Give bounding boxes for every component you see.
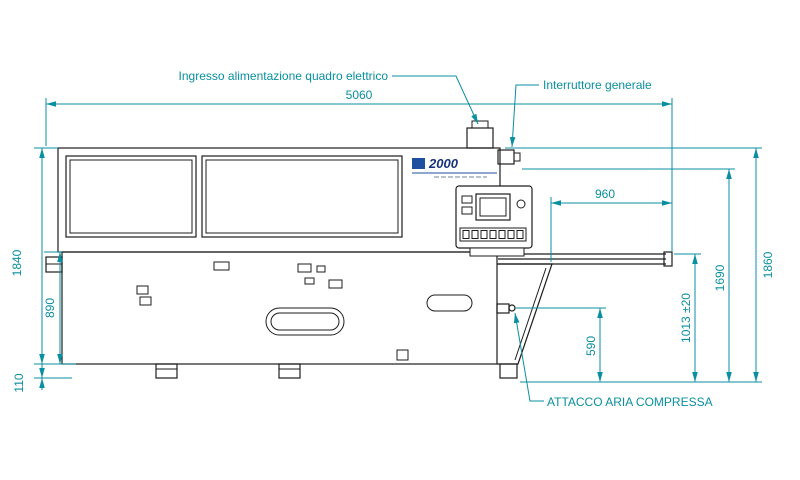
arm-end-cap <box>663 251 673 267</box>
air-fitting-nipple <box>508 304 516 312</box>
dim-foot-height: 110 <box>12 373 26 392</box>
callout-main-switch: Interruttore generale <box>509 78 652 148</box>
extension-lines <box>34 98 762 383</box>
dim-overall-height-right: 1860 <box>761 251 775 278</box>
cabinet-window-left <box>65 155 197 238</box>
panel-button-row <box>459 227 527 242</box>
brand-logo-mark <box>412 158 425 169</box>
model-label: 2000 <box>428 156 459 171</box>
label-power-inlet: Ingresso alimentazione quadro elettrico <box>179 69 389 83</box>
oval-slot-large <box>265 307 345 336</box>
support-foot <box>499 363 518 379</box>
electrical-inlet-box <box>466 120 494 149</box>
machine-line-art: 2000 <box>45 120 673 379</box>
dimension-lines <box>34 98 762 390</box>
leader-main-switch <box>509 84 539 148</box>
air-fitting <box>496 303 510 314</box>
callout-compressed-air: ATTACCO ARIA COMPRESSA <box>513 312 713 409</box>
dimension-labels: 5060 960 1840 890 110 1860 1690 1013 ±20… <box>10 88 775 393</box>
leader-compressed-air <box>513 312 544 402</box>
dim-cabinet-base-height: 890 <box>43 298 57 318</box>
panel-screen <box>475 193 511 221</box>
dim-overall-height-left: 1840 <box>10 249 24 276</box>
dim-outfeed-length: 960 <box>595 187 615 201</box>
label-main-switch: Interruttore generale <box>543 78 652 92</box>
leader-power-inlet <box>392 75 479 125</box>
control-panel <box>455 185 533 257</box>
callout-power-inlet: Ingresso alimentazione quadro elettrico <box>179 69 479 125</box>
dim-air-inlet-height: 590 <box>584 336 598 356</box>
cabinet-window-right <box>201 155 403 238</box>
oval-slot-small <box>426 294 473 312</box>
nameplate: 2000 <box>412 156 497 178</box>
callouts: Ingresso alimentazione quadro elettrico … <box>179 69 713 409</box>
base-details <box>136 261 473 361</box>
dim-total-length: 5060 <box>346 88 373 102</box>
panel-knob <box>516 199 526 209</box>
outfeed-support-leg <box>496 263 553 379</box>
panel-mount <box>469 247 525 257</box>
dim-panel-height: 1690 <box>713 264 727 291</box>
label-compressed-air: ATTACCO ARIA COMPRESSA <box>547 395 713 409</box>
main-switch <box>497 149 521 165</box>
dim-worktop-height: 1013 ±20 <box>679 293 693 343</box>
machine-feet <box>155 363 301 379</box>
